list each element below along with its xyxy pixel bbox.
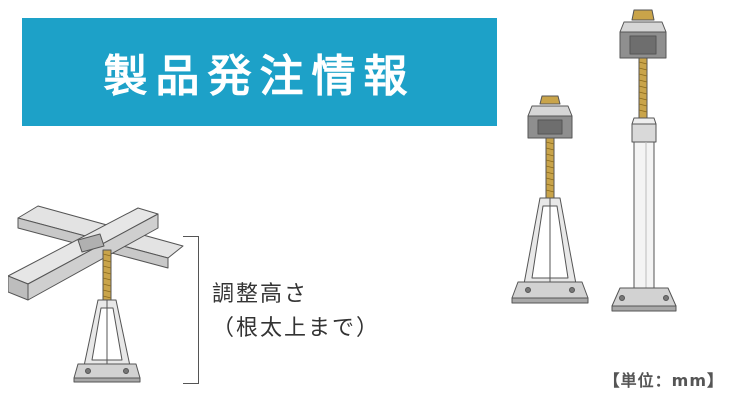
adjust-height-line1: 調整高さ [212, 282, 309, 307]
page-title: 製品発注情報 [103, 51, 416, 102]
title-banner: 製品発注情報 [22, 18, 497, 126]
adjust-height-line2: （根太上まで） [212, 316, 381, 341]
floor-support-with-channels-icon [8, 205, 184, 383]
adjust-height-label: 調整高さ （根太上まで） [212, 278, 380, 346]
height-dimension-bracket [183, 236, 199, 384]
floor-support-bolts-icon [511, 9, 677, 312]
unit-note: 【単位：mm】 [603, 371, 724, 390]
